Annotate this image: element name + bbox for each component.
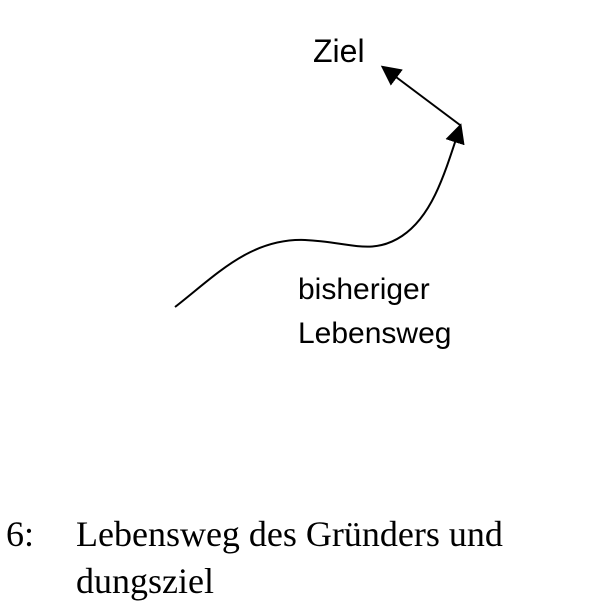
path-label-line2: Lebensweg — [298, 317, 451, 350]
figure-caption-number: 6: — [6, 514, 34, 554]
figure-caption-line1: Lebensweg des Gründers und — [76, 514, 503, 554]
path-label-line1: bisheriger — [298, 273, 430, 306]
figure-caption-line2: dungsziel — [76, 561, 214, 601]
goal-label: Ziel — [313, 33, 365, 69]
past-life-path-curve — [174, 123, 465, 308]
goal-direction-arrow — [380, 65, 461, 126]
